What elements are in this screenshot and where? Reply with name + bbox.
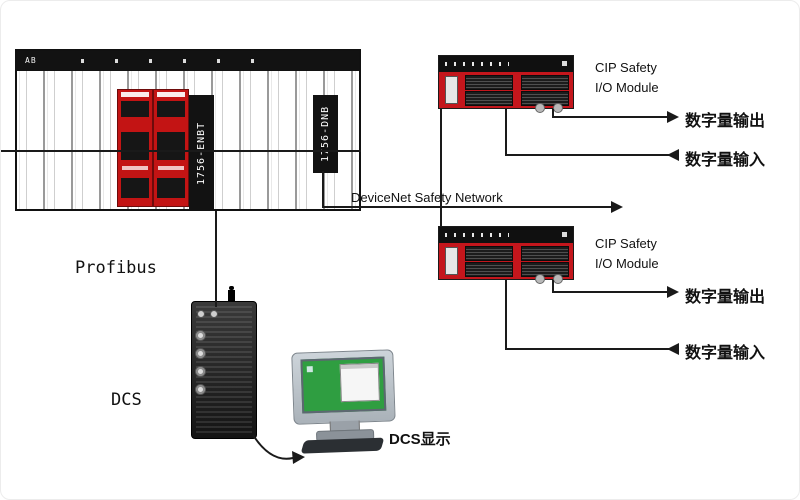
port-icon bbox=[195, 366, 206, 377]
port-icon bbox=[195, 384, 206, 395]
cip-module-1-label: CIP Safety I/O Module bbox=[595, 58, 659, 97]
cip-terminal-slot bbox=[445, 247, 458, 275]
module-label-strip bbox=[157, 92, 185, 97]
monitor-case bbox=[291, 349, 396, 425]
safety-controller-modules bbox=[117, 89, 189, 207]
plc-rack: AB 1756-ENBT 1756-DNB bbox=[15, 49, 361, 211]
cip-vent-grill bbox=[521, 246, 569, 261]
input1-line bbox=[505, 109, 678, 156]
cip-foot bbox=[535, 274, 545, 284]
dcs-display-label: DCS显示 bbox=[389, 431, 451, 448]
digital-output-label-2: 数字量输出 bbox=[685, 289, 766, 306]
module-vent bbox=[121, 178, 149, 198]
gateway-small-ports bbox=[197, 310, 218, 318]
cip-vent-grill bbox=[521, 262, 569, 277]
plc-rack-top-band: AB bbox=[17, 51, 359, 71]
digital-input-label-2: 数字量输入 bbox=[685, 345, 766, 362]
output1-line bbox=[552, 109, 667, 118]
module-1756-enbt: 1756-ENBT bbox=[189, 95, 214, 211]
cip-vent-grill bbox=[465, 262, 513, 277]
module-label-strip bbox=[121, 92, 149, 97]
cip-vent-grill bbox=[465, 246, 513, 261]
safety-module bbox=[117, 89, 153, 207]
module-vent bbox=[157, 178, 185, 198]
cip-band-marks bbox=[445, 233, 509, 237]
cip-vent-grill bbox=[465, 91, 513, 106]
desktop-icon bbox=[306, 366, 313, 373]
cip-foot bbox=[553, 103, 563, 113]
dcs-label: DCS bbox=[111, 390, 142, 410]
plc-band-marks bbox=[81, 59, 281, 63]
profibus-label: Profibus bbox=[75, 258, 157, 278]
safety-module bbox=[153, 89, 189, 207]
cip-band-marks bbox=[445, 62, 509, 66]
cip-vent-grill bbox=[521, 91, 569, 106]
cip-module-top-band bbox=[439, 227, 573, 243]
cip-band-indicator bbox=[562, 232, 567, 237]
cip-foot bbox=[553, 274, 563, 284]
output2-line bbox=[552, 280, 667, 293]
cip-module-2-label: CIP Safety I/O Module bbox=[595, 234, 659, 273]
monitor-screen bbox=[300, 356, 387, 414]
digital-output-label-1: 数字量输出 bbox=[685, 113, 766, 130]
cip-safety-io-module-1 bbox=[438, 55, 574, 113]
cip-module-2-label-line2: I/O Module bbox=[595, 255, 659, 271]
input2-line bbox=[505, 280, 678, 350]
port-icon bbox=[195, 330, 206, 341]
dcs-gateway-device bbox=[191, 286, 257, 439]
desktop-window bbox=[339, 362, 380, 403]
module-label-strip bbox=[122, 166, 148, 170]
module-label-strip bbox=[158, 166, 184, 170]
cip-module-top-band bbox=[439, 56, 573, 72]
module-vent bbox=[121, 132, 149, 160]
gateway-ports bbox=[195, 330, 206, 395]
digital-input-label-1: 数字量输入 bbox=[685, 152, 766, 169]
arrowhead-input1 bbox=[667, 149, 679, 161]
cip-band-indicator bbox=[562, 61, 567, 66]
devicenet-safety-network-label: DeviceNet Safety Network bbox=[351, 190, 503, 205]
arrowhead-devicenet bbox=[611, 201, 623, 213]
cip-module-1-label-line2: I/O Module bbox=[595, 79, 659, 95]
cip-vent-grill bbox=[521, 75, 569, 90]
port-icon bbox=[210, 310, 218, 318]
module-1756-dnb-label: 1756-DNB bbox=[320, 105, 331, 163]
module-1756-enbt-label: 1756-ENBT bbox=[196, 121, 207, 185]
cip-module-1-label-line1: CIP Safety bbox=[595, 60, 657, 75]
port-icon bbox=[195, 348, 206, 359]
arrowhead-output1 bbox=[667, 111, 679, 123]
module-vent bbox=[121, 101, 149, 117]
cip-module-body bbox=[439, 243, 573, 284]
cip-module-2-label-line1: CIP Safety bbox=[595, 236, 657, 251]
module-vent bbox=[157, 132, 185, 160]
dcs-monitor bbox=[291, 349, 399, 457]
plc-brand-mark: AB bbox=[25, 56, 37, 65]
dcs-to-monitor-line bbox=[252, 434, 294, 460]
module-vent bbox=[157, 101, 185, 117]
cip-terminal-slot bbox=[445, 76, 458, 104]
cip-foot bbox=[535, 103, 545, 113]
antenna-icon bbox=[228, 286, 235, 302]
arrowhead-input2 bbox=[667, 343, 679, 355]
cip-module-body bbox=[439, 72, 573, 113]
monitor-mat bbox=[300, 437, 385, 454]
arrowhead-output2 bbox=[667, 286, 679, 298]
cip-safety-io-module-2 bbox=[438, 226, 574, 284]
port-icon bbox=[197, 310, 205, 318]
module-1756-dnb: 1756-DNB bbox=[313, 95, 338, 173]
cip-vent-grill bbox=[465, 75, 513, 90]
